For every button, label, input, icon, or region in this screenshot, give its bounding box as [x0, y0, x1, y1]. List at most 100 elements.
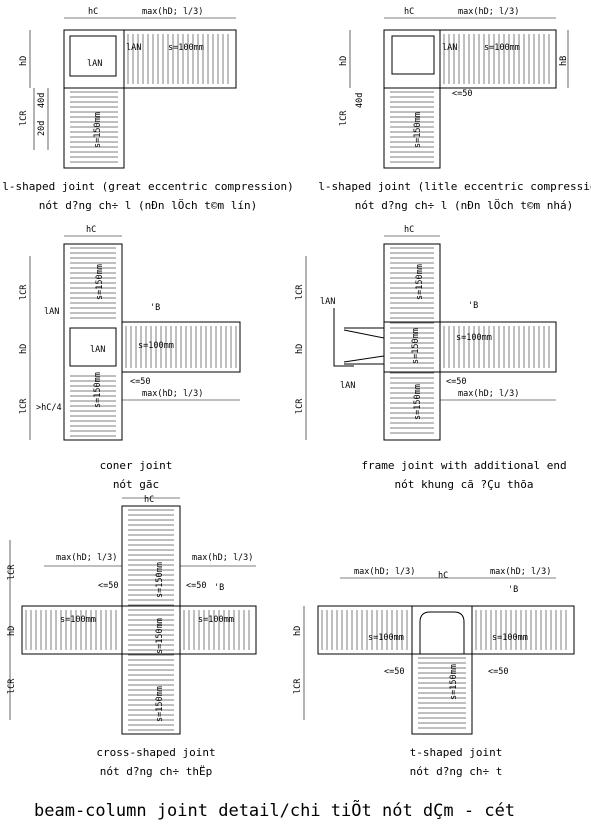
caption-vi: nót d?ng ch÷ l (nÐn lÖch t©m lín) [39, 199, 258, 212]
corner-rebar [391, 35, 435, 75]
column-spacing-label-3: s=150mm [155, 686, 165, 722]
d20-label: 20d [37, 121, 47, 136]
beam-outline [383, 29, 557, 89]
hb-label: hB [559, 56, 569, 66]
caption-vi: nót khung cã ?Çu thõa [394, 478, 533, 491]
ian-label-2: lAN [340, 381, 355, 391]
max-label-2: max(hD; l/3) [490, 567, 551, 577]
joint-cross: hC max(hD; l/3) max(hD; l/3) <=50 <=50 '… [7, 495, 257, 778]
column-spacing-label: s=150mm [449, 664, 459, 700]
anchor-bar [333, 308, 354, 367]
hc-label: hC [438, 571, 448, 581]
icr-label-1: lCR [295, 284, 305, 300]
icr-label-1: lCR [7, 564, 17, 580]
page-title: beam-column joint detail/chi tiÕt nót dÇ… [34, 799, 515, 821]
column-spacing-label-1: s=150mm [415, 264, 425, 300]
ian-label: lAN [126, 43, 141, 53]
caption-vi: nót d?ng ch÷ thËp [100, 765, 213, 778]
b-label: 'B [214, 583, 224, 593]
beam-outline [121, 321, 241, 373]
max-label-1: max(hD; l/3) [56, 553, 117, 563]
le50-label-1: <=50 [98, 581, 118, 591]
column-spacing-label-1: s=150mm [95, 264, 105, 300]
column-spacing-label-2: s=150mm [155, 618, 165, 654]
beam-spacing-label-2: s=100mm [198, 615, 234, 625]
caption-vi: nót gãc [113, 478, 159, 491]
joint-rebar [69, 327, 117, 367]
hd-label: hD [295, 344, 305, 354]
column-spacing-label-2: s=150mm [93, 372, 103, 408]
column-spacing-label-2: s=150mm [411, 328, 421, 364]
b-label: 'B [508, 585, 518, 595]
hc-label: hC [88, 7, 98, 17]
column-outline [383, 29, 441, 169]
le50-label: <=50 [452, 89, 472, 99]
ian-label-2: lAN [90, 345, 105, 355]
haunch-rebar [343, 329, 385, 363]
joint-l-little-eccentric: hC max(hD; l/3) lAN s=100mm <=50 s=150mm… [318, 7, 591, 212]
hd-label: hD [19, 344, 29, 354]
column-spacing-label: s=150mm [413, 112, 423, 148]
icr-label: lCR [339, 110, 349, 126]
le50-label: <=50 [446, 377, 466, 387]
le50-label-2: <=50 [186, 581, 206, 591]
d40-label: 40d [355, 93, 365, 108]
beam-spacing-label: s=100mm [456, 333, 492, 343]
le50-label-2: <=50 [488, 667, 508, 677]
icr-label-2: lCR [7, 678, 17, 694]
le50-label-1: <=50 [384, 667, 404, 677]
caption-vi: nót d?ng ch÷ t [410, 765, 503, 778]
icr-label-2: lCR [19, 398, 29, 414]
max-label-2: max(hD; l/3) [192, 553, 253, 563]
column-outline [121, 505, 181, 735]
joint-t: max(hD; l/3) hC max(hD; l/3) 'B s=100mm … [293, 567, 575, 778]
column-spacing-label-3: s=150mm [413, 384, 423, 420]
caption-en: l-shaped joint (great eccentric compress… [2, 180, 293, 193]
beam-spacing-label-1: s=100mm [60, 615, 96, 625]
b-label: 'B [150, 303, 160, 313]
hd-label: hD [339, 56, 349, 66]
beam-outline [21, 605, 257, 655]
beam-spacing-label-1: s=100mm [368, 633, 404, 643]
caption-en: t-shaped joint [410, 746, 503, 759]
caption-en: coner joint [100, 459, 173, 472]
beam-spacing-label: s=100mm [138, 341, 174, 351]
joint-frame-additional-end: hC lAN lAN s=100mm 'B <=50 max(hD; l/3) … [295, 225, 567, 491]
ian-label: lAN [442, 43, 457, 53]
ian-label-2: lAN [87, 59, 102, 69]
column-spacing-label: s=150mm [93, 112, 103, 148]
icr-label: lCR [19, 110, 29, 126]
max-label: max(hD; l/3) [458, 7, 519, 17]
joint-corner: hC lAN lAN s=100mm 'B <=50 max(hD; l/3) … [19, 225, 241, 491]
column-outline [411, 605, 473, 735]
caption-en: l-shaped joint (litle eccentric compress… [318, 180, 591, 193]
hc4-label: >hC/4 [36, 403, 62, 413]
column-outline [63, 243, 123, 441]
beam-spacing-label: s=100mm [484, 43, 520, 53]
max-label: max(hD; l/3) [142, 389, 203, 399]
caption-vi: nót d?ng ch÷ l (nÐn lÖch t©m nhá) [355, 199, 574, 212]
b-label: 'B [468, 301, 478, 311]
corner-rebar [69, 35, 117, 77]
beam-outline [439, 321, 557, 373]
caption-en: frame joint with additional end [361, 459, 566, 472]
le50-label: <=50 [130, 377, 150, 387]
icr-label: lCR [293, 678, 303, 694]
beam-spacing-label: s=100mm [168, 43, 204, 53]
icr-label-2: lCR [295, 398, 305, 414]
max-label-1: max(hD; l/3) [354, 567, 415, 577]
hd-label: hD [19, 56, 29, 66]
column-spacing-label-1: s=150mm [155, 562, 165, 598]
icr-label-1: lCR [19, 284, 29, 300]
hc-label: hC [144, 495, 154, 505]
caption-en: cross-shaped joint [96, 746, 215, 759]
hd-label: hD [7, 626, 17, 636]
beam-spacing-label-2: s=100mm [492, 633, 528, 643]
max-label: max(hD; l/3) [142, 7, 203, 17]
ian-label: lAN [44, 307, 59, 317]
hc-label: hC [404, 7, 414, 17]
joint-l-great-eccentric: hC max(hD; l/3) lAN lAN s=100mm s=150mm … [2, 7, 293, 212]
ian-label-1: lAN [320, 297, 335, 307]
